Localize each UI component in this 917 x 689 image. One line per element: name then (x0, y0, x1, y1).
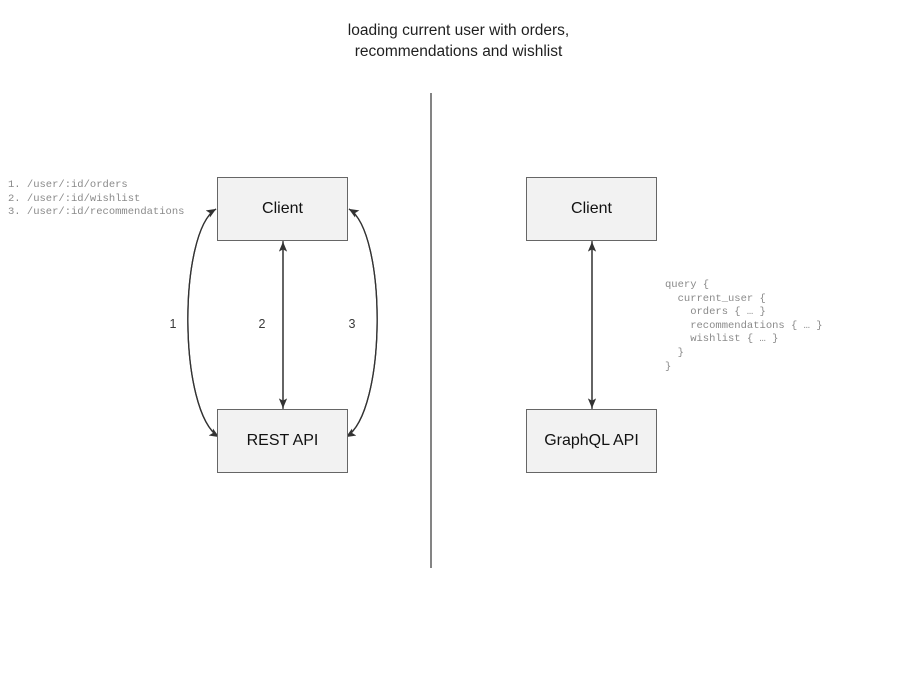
graphql-query-block: query { current_user { orders { … } reco… (665, 279, 823, 373)
edge-1-curve-rest-to-client (187, 208, 220, 438)
edge-label-3: 3 (348, 317, 356, 331)
node-graphql-api-label: GraphQL API (544, 432, 639, 449)
edge-3-curve-client-to-rest (345, 208, 378, 438)
node-rest-api-label: REST API (246, 432, 319, 449)
edge-label-1: 1 (169, 317, 177, 331)
node-client-rest-label: Client (262, 200, 303, 217)
edge-1-curve-client-to-rest (187, 208, 220, 438)
node-client-graphql[interactable]: Client (526, 177, 657, 241)
node-graphql-api[interactable]: GraphQL API (526, 409, 657, 473)
page-title: loading current user with orders, recomm… (347, 22, 570, 60)
rest-endpoints-list: 1. /user/:id/orders 2. /user/:id/wishlis… (8, 179, 185, 219)
node-client-graphql-label: Client (571, 200, 612, 217)
node-client-rest[interactable]: Client (217, 177, 348, 241)
edge-label-2: 2 (258, 317, 266, 331)
node-rest-api[interactable]: REST API (217, 409, 348, 473)
